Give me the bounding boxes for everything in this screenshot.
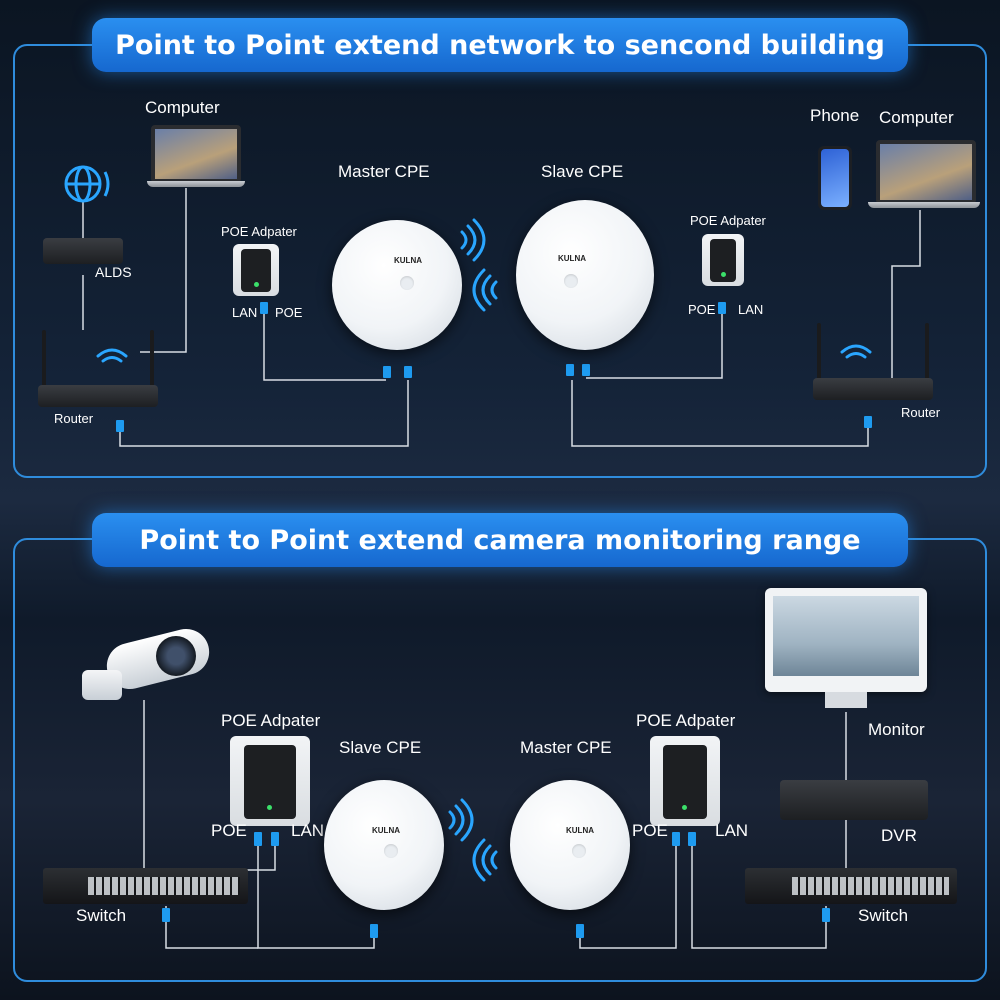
label-poe-adapter-left: POE Adpater — [221, 224, 297, 239]
router-left — [38, 325, 158, 415]
router-antenna — [817, 323, 821, 381]
label-master-cpe-bottom: Master CPE — [520, 738, 612, 758]
poe-adapter-right — [702, 234, 744, 286]
label-computer-right: Computer — [879, 108, 954, 128]
label-slave-cpe-bottom: Slave CPE — [339, 738, 421, 758]
bottom-banner-title: Point to Point extend camera monitoring … — [92, 513, 908, 567]
switch-left — [43, 868, 248, 904]
router-antenna — [42, 330, 46, 388]
label-lan-bottom-right: LAN — [715, 821, 748, 841]
router-antenna — [925, 323, 929, 381]
router-antenna — [150, 330, 154, 388]
poe-led — [267, 805, 272, 810]
poe-adapter-left — [233, 244, 279, 296]
switch-ports — [792, 877, 949, 895]
router-right — [813, 318, 933, 408]
top-banner-title: Point to Point extend network to sencond… — [92, 18, 908, 72]
laptop-base — [147, 181, 245, 187]
label-lan-right: LAN — [738, 302, 763, 317]
monitor-screen — [773, 596, 919, 676]
label-lan-bottom-left: LAN — [291, 821, 324, 841]
poe-led — [721, 272, 726, 277]
label-poe-adapter-bottom-right: POE Adpater — [636, 711, 735, 731]
label-poe-port-bottom-right: POE — [632, 821, 668, 841]
poe-led — [682, 805, 687, 810]
label-slave-cpe: Slave CPE — [541, 162, 623, 182]
label-poe-adapter-bottom-left: POE Adpater — [221, 711, 320, 731]
camera-lens — [156, 636, 196, 676]
label-phone: Phone — [810, 106, 859, 126]
dvr-device — [780, 780, 928, 820]
monitor-stand — [825, 692, 867, 708]
master-cpe-device: KULNA — [332, 220, 462, 350]
cpe-brand: KULNA — [566, 826, 594, 835]
alds-device — [43, 238, 123, 264]
master-cpe-bottom-device: KULNA — [510, 780, 630, 910]
label-alds: ALDS — [95, 264, 132, 280]
laptop-base — [868, 202, 980, 208]
slave-cpe-device: KULNA — [516, 200, 654, 350]
label-master-cpe: Master CPE — [338, 162, 430, 182]
label-monitor: Monitor — [868, 720, 925, 740]
laptop-left — [147, 125, 245, 189]
slave-cpe-bottom-device: KULNA — [324, 780, 444, 910]
poe-adapter-bottom-left — [230, 736, 310, 826]
router-body — [38, 385, 158, 407]
label-switch-left: Switch — [76, 906, 126, 926]
monitor-device — [765, 588, 927, 712]
laptop-right — [868, 140, 980, 210]
label-switch-right: Switch — [858, 906, 908, 926]
label-poe-adapter-right: POE Adpater — [690, 213, 766, 228]
laptop-screen — [151, 125, 241, 183]
cpe-brand: KULNA — [394, 256, 422, 265]
switch-right — [745, 868, 957, 904]
laptop-screen — [876, 140, 976, 204]
security-camera — [80, 630, 214, 706]
poe-adapter-bottom-right — [650, 736, 720, 826]
cpe-brand: KULNA — [558, 254, 586, 263]
router-body — [813, 378, 933, 400]
label-poe-port-left: POE — [275, 305, 302, 320]
label-computer-left: Computer — [145, 98, 220, 118]
switch-ports — [88, 877, 240, 895]
phone-device — [818, 146, 852, 210]
label-poe-port-right: POE — [688, 302, 715, 317]
label-lan-left: LAN — [232, 305, 257, 320]
label-poe-port-bottom-left: POE — [211, 821, 247, 841]
label-router-left: Router — [54, 411, 93, 426]
label-router-right: Router — [901, 405, 940, 420]
label-dvr: DVR — [881, 826, 917, 846]
cpe-brand: KULNA — [372, 826, 400, 835]
poe-led — [254, 282, 259, 287]
